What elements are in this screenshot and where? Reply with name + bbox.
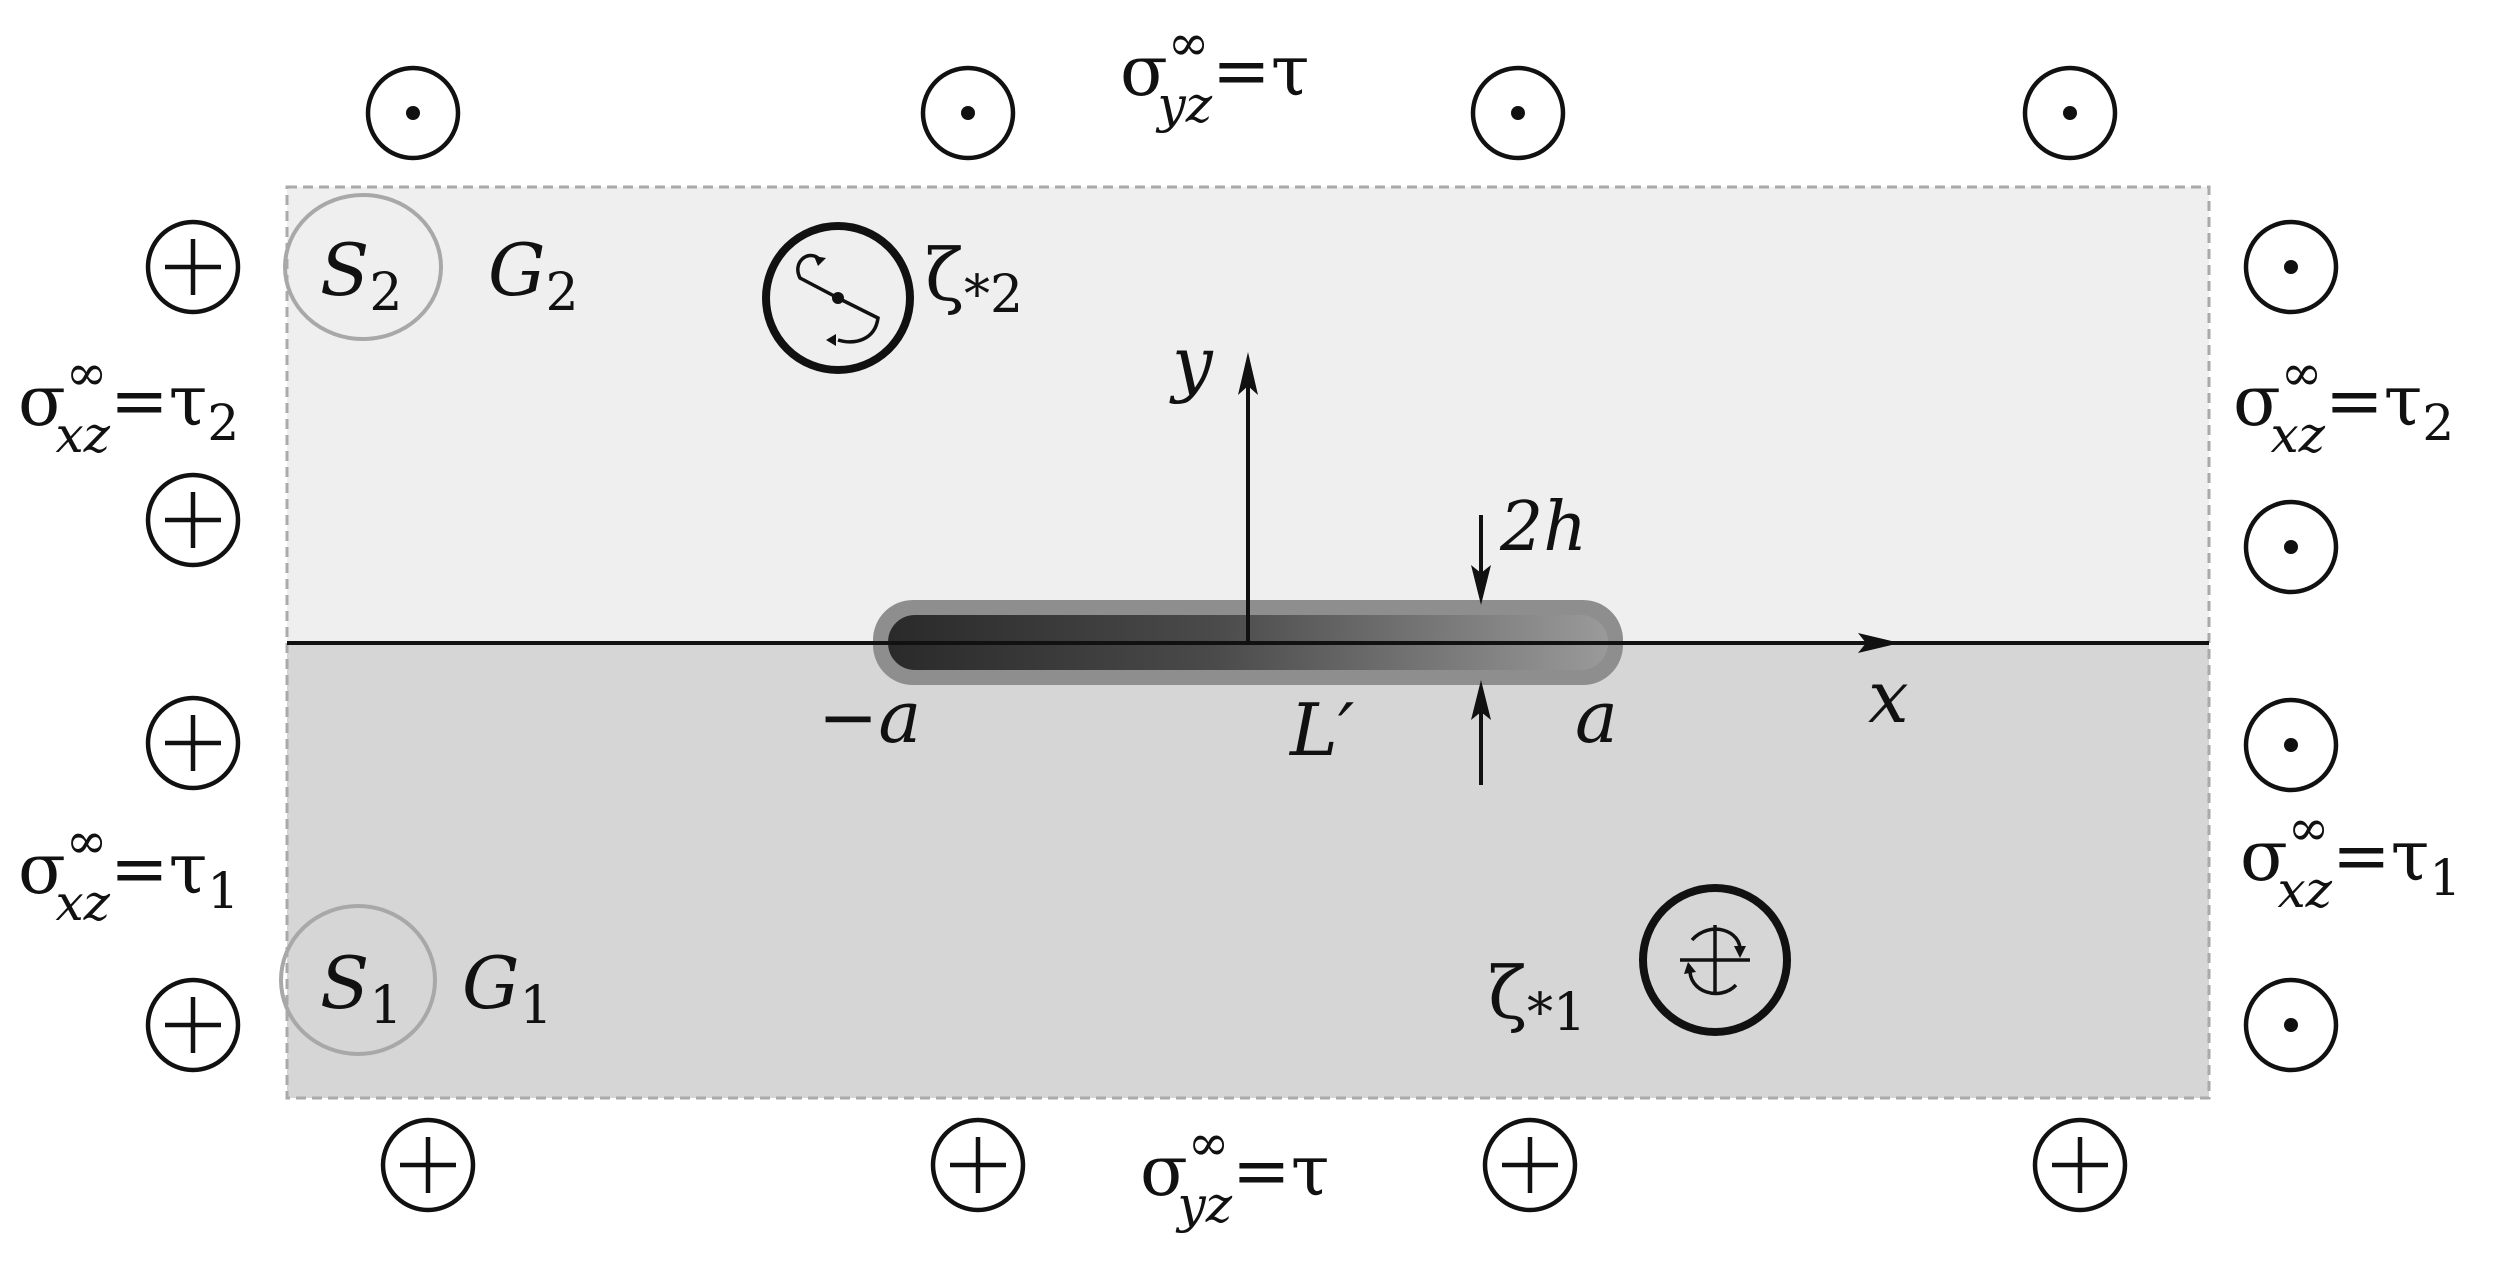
dot-in-circle-icon <box>2243 219 2339 315</box>
lower-half-plane <box>287 644 2209 1098</box>
plus-in-circle-icon <box>145 977 241 1073</box>
y-axis-label: y <box>1169 321 1214 405</box>
dot-in-circle-icon <box>2022 65 2118 161</box>
subregion-s1-circle <box>279 904 437 1056</box>
crack-thickness-label: 2h <box>1499 488 1587 567</box>
material-g2-label: G2 <box>488 228 579 323</box>
plus-in-circle-icon <box>1482 1117 1578 1213</box>
crack-contour-label: L′ <box>1288 688 1354 772</box>
material-g1-label: G1 <box>462 941 553 1036</box>
singular-point-upper-label: ζ*2 <box>925 233 1023 325</box>
stress-label-left-upper: σ∞xz=τ2 <box>18 344 239 464</box>
crack-right-end-label: a <box>1575 675 1618 759</box>
stress-label-top: σ∞yz=τ <box>1120 14 1309 134</box>
subregion-s2-circle <box>283 193 443 341</box>
plus-in-circle-icon <box>380 1117 476 1213</box>
plus-in-circle-icon <box>2032 1117 2128 1213</box>
plus-in-circle-icon <box>145 219 241 315</box>
y-axis-arrowhead <box>1238 352 1258 395</box>
dot-in-circle-icon <box>365 65 461 161</box>
singular-point-lower-label: ζ*1 <box>1488 951 1586 1043</box>
plus-in-circle-icon <box>930 1117 1026 1213</box>
x-axis-label: x <box>1868 655 1909 739</box>
dot-in-circle-icon <box>920 65 1016 161</box>
dot-in-circle-icon <box>2243 697 2339 793</box>
subregion-s1-label: S1 <box>320 941 402 1036</box>
stress-label-right-lower: σ∞xz=τ1 <box>2240 799 2461 919</box>
stress-label-bottom: σ∞yz=τ <box>1140 1114 1329 1234</box>
dislocation-upper-icon <box>762 222 914 374</box>
dot-in-circle-icon <box>2243 499 2339 595</box>
plus-in-circle-icon <box>145 472 241 568</box>
dot-in-circle-icon <box>2243 977 2339 1073</box>
crack-left-end-label: −a <box>818 675 921 759</box>
dislocation-lower-icon <box>1639 884 1791 1036</box>
thickness-arrow-top-head <box>1471 565 1491 605</box>
thickness-arrow-bottom-head <box>1471 680 1491 720</box>
dot-in-circle-icon <box>1470 65 1566 161</box>
stress-label-right-upper: σ∞xz=τ2 <box>2233 344 2454 464</box>
x-axis-arrowhead <box>1858 633 1900 653</box>
plus-in-circle-icon <box>145 695 241 791</box>
stress-label-left-lower: σ∞xz=τ1 <box>18 812 239 932</box>
subregion-s2-label: S2 <box>320 228 402 323</box>
